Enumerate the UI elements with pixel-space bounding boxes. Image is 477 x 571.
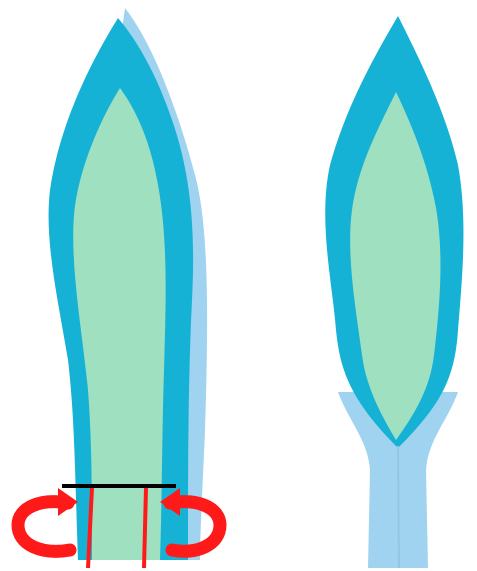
right-leaf-shape [325, 16, 463, 568]
curved-arrow-icon [18, 488, 78, 551]
left-leaf-shape [18, 8, 220, 568]
right-stem-midline [398, 446, 399, 568]
red-line-right [144, 488, 146, 568]
